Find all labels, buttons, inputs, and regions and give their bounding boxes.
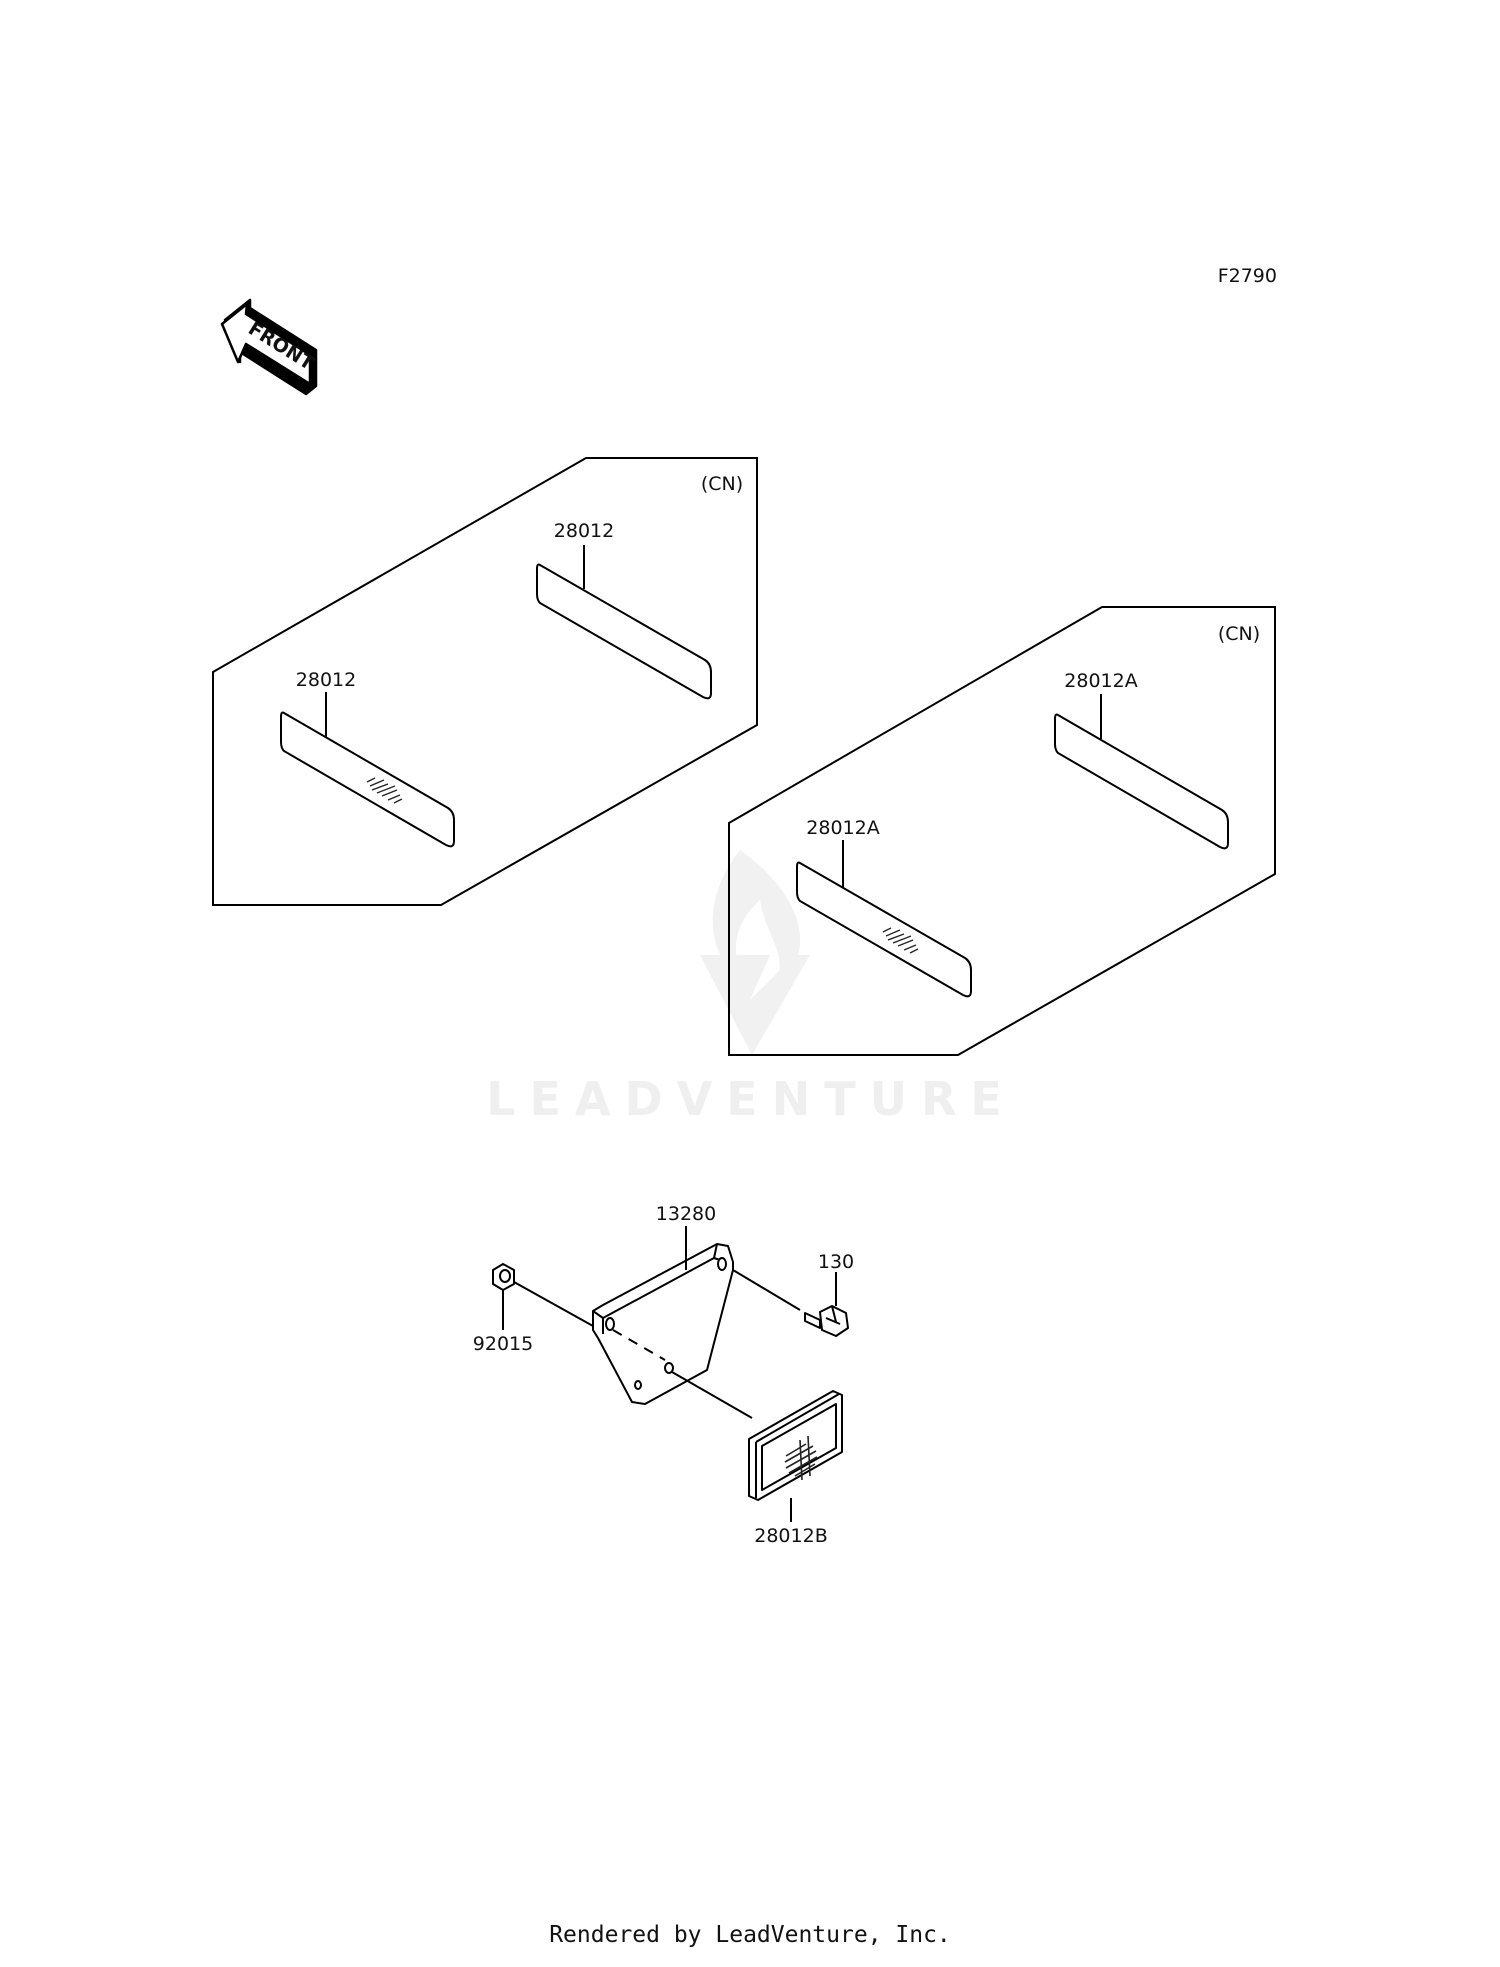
watermark-logo [700,850,810,1055]
part-number-28012-upper: 28012 [554,520,614,542]
reflector-axis-line [671,1371,753,1419]
warning-label-28012a-upper [1054,713,1229,850]
part-number-28012b: 28012B [754,1525,827,1547]
watermark-text: LEADVENTURE [486,1072,1016,1126]
part-number-92015: 92015 [473,1333,533,1355]
panel-1-region: (CN) [701,473,743,495]
bolt-axis-line [732,1269,801,1311]
warning-label-28012a-lower-text-marks [882,927,919,954]
bolt-130 [804,1305,849,1337]
warning-label-28012a-lower [796,861,972,998]
part-number-130: 130 [818,1251,854,1273]
part-number-13280: 13280 [656,1203,716,1225]
warning-label-28012-upper [536,563,712,700]
label-panel-cn-2 [728,606,1276,1056]
part-number-28012a-lower: 28012A [806,817,879,839]
reflector-28012b [748,1390,843,1501]
nut-92015 [492,1263,515,1291]
warning-label-28012-lower-text-marks [366,777,403,804]
footer-credit: Rendered by LeadVenture, Inc. [549,1922,951,1948]
nut-axis-line [513,1281,594,1327]
diagram-code: F2790 [1218,265,1277,287]
bracket-13280 [592,1243,734,1405]
warning-label-28012-lower [280,711,455,848]
part-number-28012-lower: 28012 [296,669,356,691]
front-arrow-icon [220,298,318,396]
panel-2-region: (CN) [1218,623,1260,645]
reflector-28012b-text-marks [784,1435,818,1481]
label-panel-cn-1 [212,457,758,906]
part-number-28012a-upper: 28012A [1064,670,1137,692]
